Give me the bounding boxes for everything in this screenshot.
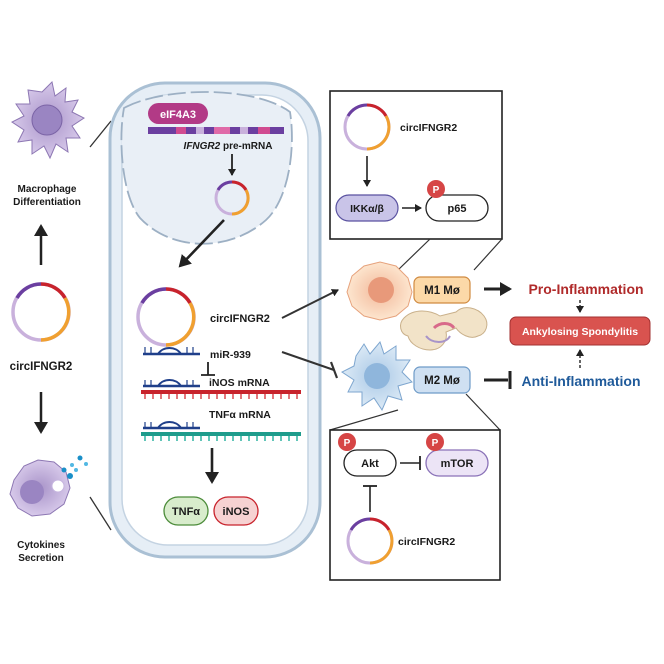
zoom-line-bottom — [89, 496, 112, 531]
bottom-box-connector-right — [465, 393, 501, 431]
m2-badge — [413, 366, 471, 394]
m2-label: M2 Mø — [424, 375, 460, 387]
pro-inflammation-label: Pro-Inflammation — [528, 281, 643, 297]
ikk-label: IKKα/β — [350, 203, 384, 215]
akt-label: Akt — [361, 458, 379, 470]
joint-illustration — [400, 307, 488, 351]
p65-phospho-marker — [427, 180, 445, 198]
m2-inhibition-bar — [329, 361, 339, 379]
top-box-circ-rna — [343, 103, 391, 151]
m1-label: M1 Mø — [424, 285, 460, 297]
mirna-to-m2-line — [281, 351, 335, 371]
left-circ-label: circIFNGR2 — [10, 361, 73, 373]
inos-mrna-label: iNOS mRNA — [209, 377, 270, 389]
eif4a3-badge — [148, 103, 208, 124]
mtor-label: mTOR — [441, 458, 474, 470]
inos-mrna-strand — [141, 379, 301, 399]
nuclear-circ-rna — [214, 180, 250, 216]
p65-phospho-label: P — [433, 185, 440, 196]
mtor-phospho-label: P — [432, 438, 439, 449]
m1-badge — [413, 276, 471, 304]
eif4a3-label: eIF4A3 — [160, 109, 196, 121]
circ-to-m1-arrow — [281, 289, 339, 319]
bottom-box-connector-left — [329, 409, 399, 431]
bottom-box-circ-label: circIFNGR2 — [398, 536, 455, 548]
bottom-box-circ-rna — [346, 517, 394, 565]
tnfa-mrna-label: TNFα mRNA — [209, 409, 271, 421]
akt-badge — [343, 449, 397, 477]
inos-protein-label: iNOS — [223, 506, 250, 518]
tnfa-mrna-strand — [141, 421, 301, 441]
secreting-macrophage-cell — [9, 459, 71, 517]
akt-phospho-label: P — [344, 438, 351, 449]
mtor-badge — [425, 449, 489, 477]
inos-protein-badge — [213, 496, 259, 526]
top-box-connector-left — [397, 238, 431, 271]
macrophage-cell — [11, 80, 85, 160]
cytokines-secretion-label-1: Cytokines — [17, 540, 65, 551]
pre-mrna-strand — [148, 127, 284, 134]
inhibition-marker — [201, 362, 215, 376]
cytokine-dots — [61, 455, 88, 479]
m1-macrophage-cell — [346, 261, 413, 321]
cell-circ-label: circIFNGR2 — [210, 313, 270, 325]
left-circ-rna — [11, 282, 71, 342]
top-box-circ-label: circIFNGR2 — [400, 122, 457, 134]
p65-label: p65 — [448, 203, 467, 215]
macrophage-differentiation-label-2: Differentiation — [13, 197, 81, 208]
top-box-connector-right — [473, 238, 503, 271]
zoom-line-top — [89, 120, 112, 148]
cytoplasm-circ-rna — [136, 287, 196, 347]
tnfa-protein-badge — [163, 496, 209, 526]
anti-inflammation-label: Anti-Inflammation — [522, 373, 641, 389]
ikk-badge — [335, 194, 399, 222]
mirna-939-strand — [143, 347, 200, 356]
ankylosing-spondylitis-label: Ankylosing Spondylitis — [522, 326, 638, 338]
macrophage-differentiation-label-1: Macrophage — [18, 184, 77, 195]
p65-badge — [425, 194, 489, 222]
export-arrow — [178, 219, 225, 268]
mtor-phospho-marker — [426, 433, 444, 451]
tnfa-protein-label: TNFα — [172, 506, 200, 518]
mirna-label: miR-939 — [210, 349, 251, 361]
akt-phospho-marker — [338, 433, 356, 451]
pre-mrna-label: IFNGR2 pre-mRNA — [184, 141, 273, 152]
m2-macrophage-cell — [341, 340, 413, 412]
ankylosing-spondylitis-box — [509, 316, 651, 346]
cytokines-secretion-label-2: Secretion — [18, 553, 64, 564]
